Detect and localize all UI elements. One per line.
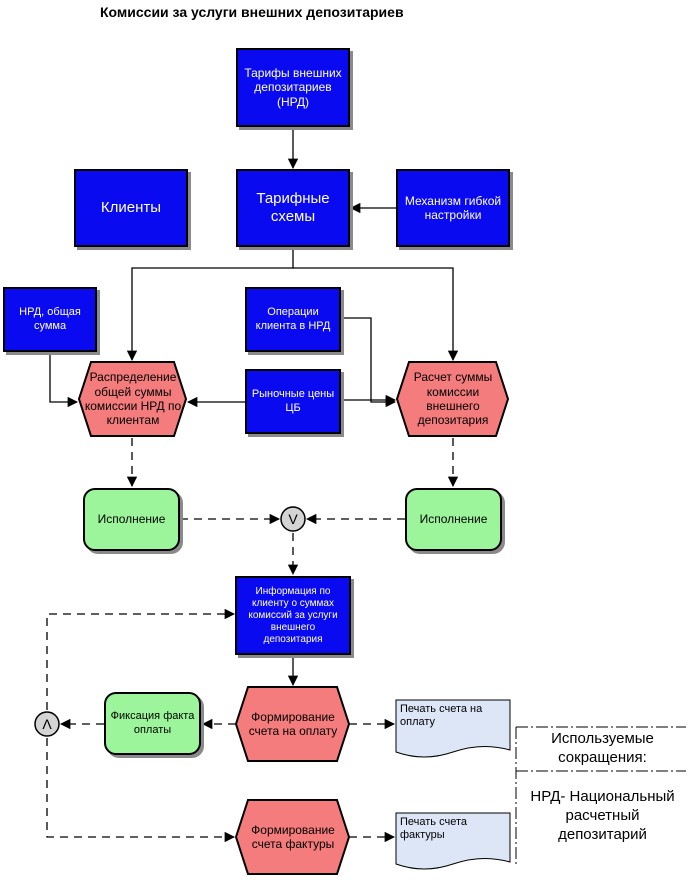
payment-fix-label: Фиксация факта оплаты: [110, 710, 195, 736]
tariff-schemes-box[interactable]: Тарифные схемы: [236, 169, 350, 247]
or-operator-symbol: V: [288, 511, 298, 527]
clients-label: Клиенты: [100, 199, 162, 216]
or-operator-circle: [280, 506, 306, 532]
abbreviations-title: Используемые сокращения:: [551, 730, 654, 766]
client-ops-box[interactable]: Операции клиента в НРД: [245, 287, 341, 352]
print-invoice-label: Печать счета на оплату: [400, 703, 483, 729]
abbreviation-frame: [515, 726, 686, 864]
payment-fix-box[interactable]: Фиксация факта оплаты: [104, 692, 201, 755]
exec-right-box[interactable]: Исполнение: [405, 488, 502, 551]
calc-commission-label: Расчет суммы комиссии внешнего депозитар…: [413, 370, 493, 428]
print-facture-label: Печать счета фактуры: [400, 816, 467, 842]
client-ops-label: Операции клиента в НРД: [255, 306, 331, 332]
edge-nrd-to-distribution: [49, 352, 79, 408]
and-operator-symbol: Λ: [42, 716, 52, 732]
edge-ops-to-calc: [341, 317, 397, 408]
calc-commission-hex[interactable]: [395, 361, 510, 437]
tariffs-nrd-label: Тарифы внешних депозитариев (НРД): [244, 65, 342, 109]
edge-and-to-form-facture: [46, 738, 236, 843]
tariffs-nrd-box[interactable]: Тарифы внешних депозитариев (НРД): [236, 48, 350, 127]
print-facture-doc[interactable]: [395, 812, 511, 870]
exec-left-box[interactable]: Исполнение: [83, 488, 180, 551]
page-title: Комиссии за услуги внешних депозитариев: [100, 4, 404, 20]
flex-mechanism-label: Механизм гибкой настройки: [404, 193, 502, 222]
distribution-label: Распределение общей суммы комиссии НРД п…: [84, 370, 182, 428]
market-prices-label: Рыночные цены ЦБ: [251, 388, 335, 414]
edge-and-to-info: [46, 608, 236, 710]
form-invoice-label: Формирование счета на оплату: [248, 709, 338, 738]
client-info-label: Информация по клиенту о суммах комиссий …: [248, 585, 338, 645]
edge-schemes-split: [126, 247, 294, 362]
nrd-total-box[interactable]: НРД, общая сумма: [3, 287, 97, 352]
edge-schemes-to-calc: [293, 267, 459, 362]
client-info-box[interactable]: Информация по клиенту о суммах комиссий …: [235, 576, 351, 655]
tariff-schemes-label: Тарифные схемы: [256, 190, 330, 225]
form-facture-hex[interactable]: [234, 799, 351, 875]
nrd-total-label: НРД, общая сумма: [19, 306, 81, 332]
print-invoice-doc[interactable]: [395, 699, 511, 758]
exec-left-label: Исполнение: [97, 512, 166, 527]
flex-mechanism-box[interactable]: Механизм гибкой настройки: [396, 169, 510, 247]
and-operator-circle: [34, 711, 60, 737]
abbreviation-item: НРД- Национальный расчетный депозитарий: [530, 788, 675, 843]
distribution-hex[interactable]: [77, 361, 188, 437]
form-facture-label: Формирование счета фактуры: [251, 822, 335, 851]
exec-right-label: Исполнение: [419, 512, 488, 527]
clients-box[interactable]: Клиенты: [74, 169, 188, 247]
market-prices-box[interactable]: Рыночные цены ЦБ: [245, 369, 341, 434]
